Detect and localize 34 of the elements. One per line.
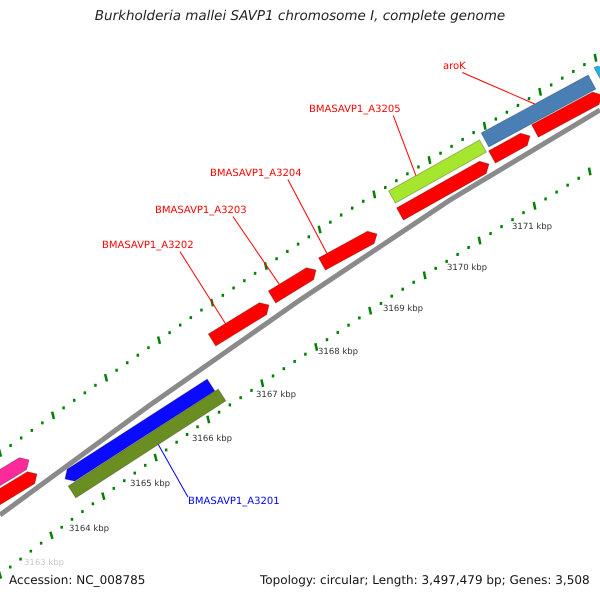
genome-stats-text: Topology: circular; Length: 3,497,479 bp; Genes: 3,508 — [260, 574, 590, 588]
gene-feature-bar — [396, 160, 490, 221]
gene-label: BMASAVP1_A3205 — [309, 104, 401, 116]
scale-label: 3171 kbp — [512, 223, 552, 233]
gene-feature-bar — [488, 132, 531, 164]
scale-label: 3164 kbp — [69, 525, 110, 535]
gene-label: BMASAVP1_A3204 — [210, 168, 302, 180]
leader-line — [462, 72, 536, 104]
gene-label: BMASAVP1_A3203 — [155, 205, 247, 216]
gene-feature-bar — [318, 230, 378, 271]
gene-label: BMASAVP1_A3201 — [188, 496, 280, 508]
gene-feature-bar — [531, 92, 600, 138]
accession-text: Accession: NC_008785 — [9, 574, 146, 588]
scale-label: 3166 kbp — [192, 435, 232, 445]
gene-feature-bar — [0, 471, 38, 506]
gene-label: aroK — [443, 61, 466, 72]
title: Burkholderia mallei SAVP1 chromosome I, complete genome — [94, 9, 506, 25]
gene-feature-bar — [268, 267, 317, 304]
scale-label: 3168 kbp — [318, 348, 358, 358]
leader-line — [158, 444, 188, 498]
leader-line — [179, 251, 226, 324]
scale-label: 3167 kbp — [256, 391, 296, 401]
leader-line — [232, 216, 280, 285]
gene-feature-bar — [593, 66, 600, 79]
gene-feature-bar — [0, 457, 30, 487]
gene-feature-bar — [480, 74, 596, 148]
scale-label: 3169 kbp — [383, 305, 424, 315]
leader-line — [287, 179, 328, 254]
leader-line — [392, 115, 416, 176]
gene-feature-bar — [208, 302, 270, 347]
gene-feature-bar — [388, 139, 488, 204]
gene-label: BMASAVP1_A3202 — [102, 240, 194, 252]
scale-label: 3170 kbp — [447, 264, 488, 274]
scale-label: 3165 kbp — [130, 480, 170, 490]
